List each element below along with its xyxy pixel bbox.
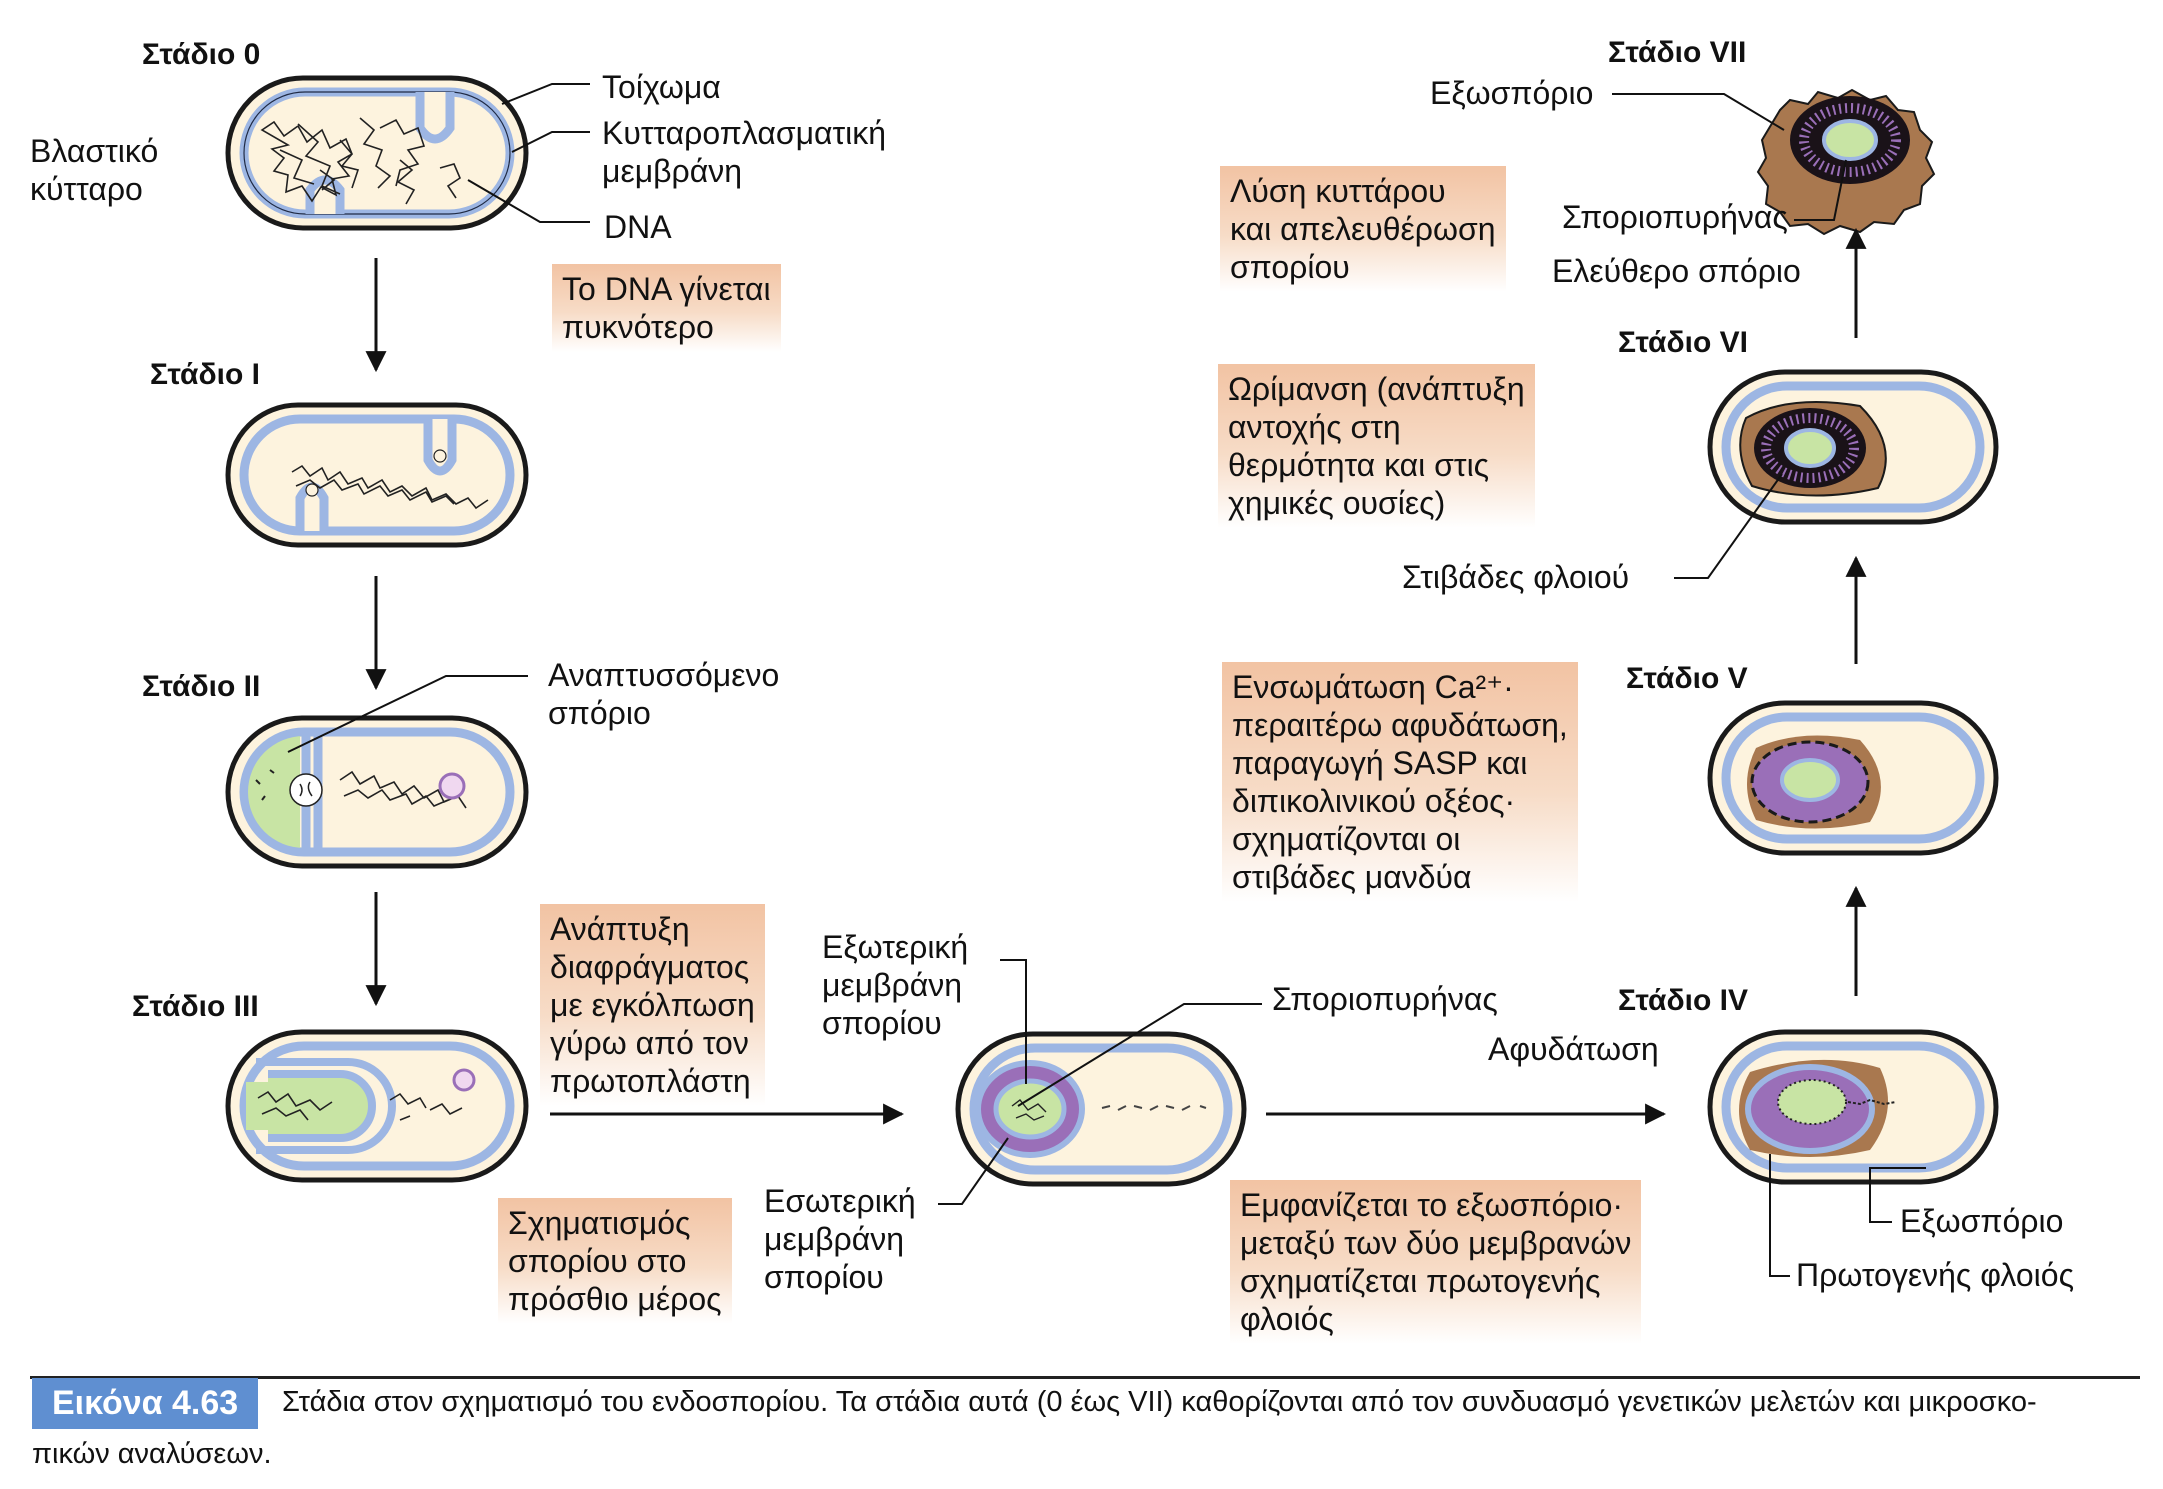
note-line: διαφράγματος	[550, 949, 750, 985]
label-wall: Τοίχωμα	[602, 69, 721, 105]
note-line: πρωτοπλάστη	[550, 1063, 751, 1099]
label-inner-3: σπορίου	[764, 1259, 884, 1295]
label-cyto-1: Κυτταροπλασματική	[602, 115, 887, 151]
caption-line-2: πικών αναλύσεων.	[32, 1438, 272, 1470]
label-core-center: Σποριοπυρήνας	[1272, 981, 1498, 1017]
label-vegetative-1: Βλαστικό	[30, 133, 159, 169]
leader-lines	[287, 83, 1926, 1277]
label-inner-2: μεμβράνη	[764, 1221, 905, 1257]
figure-tag: Εικόνα 4.63	[32, 1378, 259, 1429]
label-vegetative-2: κύτταρο	[30, 171, 143, 207]
label-dehydration: Αφυδάτωση	[1488, 1031, 1659, 1067]
label-cyto-2: μεμβράνη	[602, 153, 743, 189]
note-line: Το DNA γίνεται	[562, 271, 771, 307]
note-line: σχηματίζεται πρωτογενής	[1240, 1263, 1601, 1299]
note-line: σχηματίζονται οι	[1232, 821, 1461, 857]
label-outer-3: σπορίου	[822, 1005, 942, 1041]
label-core-s7: Σποριοπυρήνας	[1562, 199, 1788, 235]
note-line: με εγκόλπωση	[550, 987, 755, 1023]
cell-middle	[955, 1031, 1247, 1187]
label-developing-2: σπόριο	[548, 695, 651, 731]
note-line: αντοχής στη	[1228, 409, 1401, 445]
label-outer-2: μεμβράνη	[822, 967, 963, 1003]
note-line: σπορίου στο	[508, 1243, 687, 1279]
caption-line-1: Στάδια στον σχηματισμό του ενδοσπορίου. …	[282, 1386, 2037, 1418]
label-developing-1: Αναπτυσσόμενο	[548, 657, 780, 693]
label-primary-cortex: Πρωτογενής φλοιός	[1796, 1257, 2074, 1293]
stage-7-title: Στάδιο VII	[1608, 36, 1747, 69]
note-dna-condense: Το DNA γίνεται πυκνότερο	[552, 264, 781, 352]
note-line: πρόσθιο μέρος	[508, 1281, 722, 1317]
stage-0-title: Στάδιο 0	[142, 38, 261, 71]
label-exosporium-s7: Εξωσπόριο	[1430, 75, 1594, 111]
cell-stage-0	[225, 75, 529, 231]
note-line: μεταξύ των δύο μεμβρανών	[1240, 1225, 1632, 1261]
note-line: φλοιός	[1240, 1301, 1334, 1337]
note-line: και απελευθέρωση	[1230, 211, 1496, 247]
note-line: σπορίου	[1230, 249, 1350, 285]
note-line: χημικές ουσίες)	[1228, 485, 1446, 521]
note-line: Εμφανίζεται το εξωσπόριο·	[1240, 1187, 1624, 1223]
stage-5-title: Στάδιο V	[1626, 662, 1748, 695]
note-calcium: Ενσωμάτωση Ca²⁺· περαιτέρω αφυδάτωση, πα…	[1222, 662, 1578, 902]
label-outer-1: Εξωτερική	[822, 929, 969, 965]
note-line: γύρω από τον	[550, 1025, 749, 1061]
cell-stage-3	[225, 1029, 529, 1183]
note-line: περαιτέρω αφυδάτωση,	[1232, 707, 1568, 743]
cell-stage-1	[225, 402, 529, 548]
note-line: Σχηματισμός	[508, 1205, 691, 1241]
stage-3-title: Στάδιο ΙΙΙ	[132, 990, 259, 1023]
label-free-spore: Ελεύθερο σπόριο	[1552, 253, 1801, 289]
note-line: στιβάδες μανδύα	[1232, 859, 1472, 895]
stage-1-title: Στάδιο Ι	[150, 358, 261, 391]
note-septum: Ανάπτυξη διαφράγματος με εγκόλπωση γύρω …	[540, 904, 765, 1106]
note-exosporium-appears: Εμφανίζεται το εξωσπόριο· μεταξύ των δύο…	[1230, 1180, 1642, 1344]
note-line: διπικολινικού οξέος·	[1232, 783, 1516, 819]
note-line: Ωρίμανση (ανάπτυξη	[1228, 371, 1525, 407]
note-line: πυκνότερο	[562, 309, 714, 345]
note-line: παραγωγή SASP και	[1232, 745, 1528, 781]
note-maturation: Ωρίμανση (ανάπτυξη αντοχής στη θερμότητα…	[1218, 364, 1535, 528]
cell-stage-2	[225, 715, 529, 869]
stage-6-title: Στάδιο VI	[1618, 326, 1749, 359]
cell-stage-5	[1707, 700, 1999, 856]
cell-stage-6	[1707, 369, 1999, 525]
stage-4-title: Στάδιο IV	[1618, 984, 1749, 1017]
caption-rule	[30, 1376, 2140, 1379]
note-line: θερμότητα και στις	[1228, 447, 1490, 483]
stage-2-title: Στάδιο ΙΙ	[142, 670, 261, 703]
note-lysis: Λύση κυττάρου και απελευθέρωση σπορίου	[1220, 166, 1506, 292]
note-line: Λύση κυττάρου	[1230, 173, 1446, 209]
note-line: Ανάπτυξη	[550, 911, 690, 947]
label-inner-1: Εσωτερική	[764, 1183, 916, 1219]
label-dna: DNA	[604, 209, 672, 245]
note-line: Ενσωμάτωση Ca²⁺·	[1232, 669, 1514, 705]
cell-stage-4	[1707, 1029, 1999, 1185]
label-exosporium-s4: Εξωσπόριο	[1900, 1203, 2064, 1239]
label-cortex-layers: Στιβάδες φλοιού	[1402, 559, 1630, 595]
note-formation: Σχηματισμός σπορίου στο πρόσθιο μέρος	[498, 1198, 732, 1324]
